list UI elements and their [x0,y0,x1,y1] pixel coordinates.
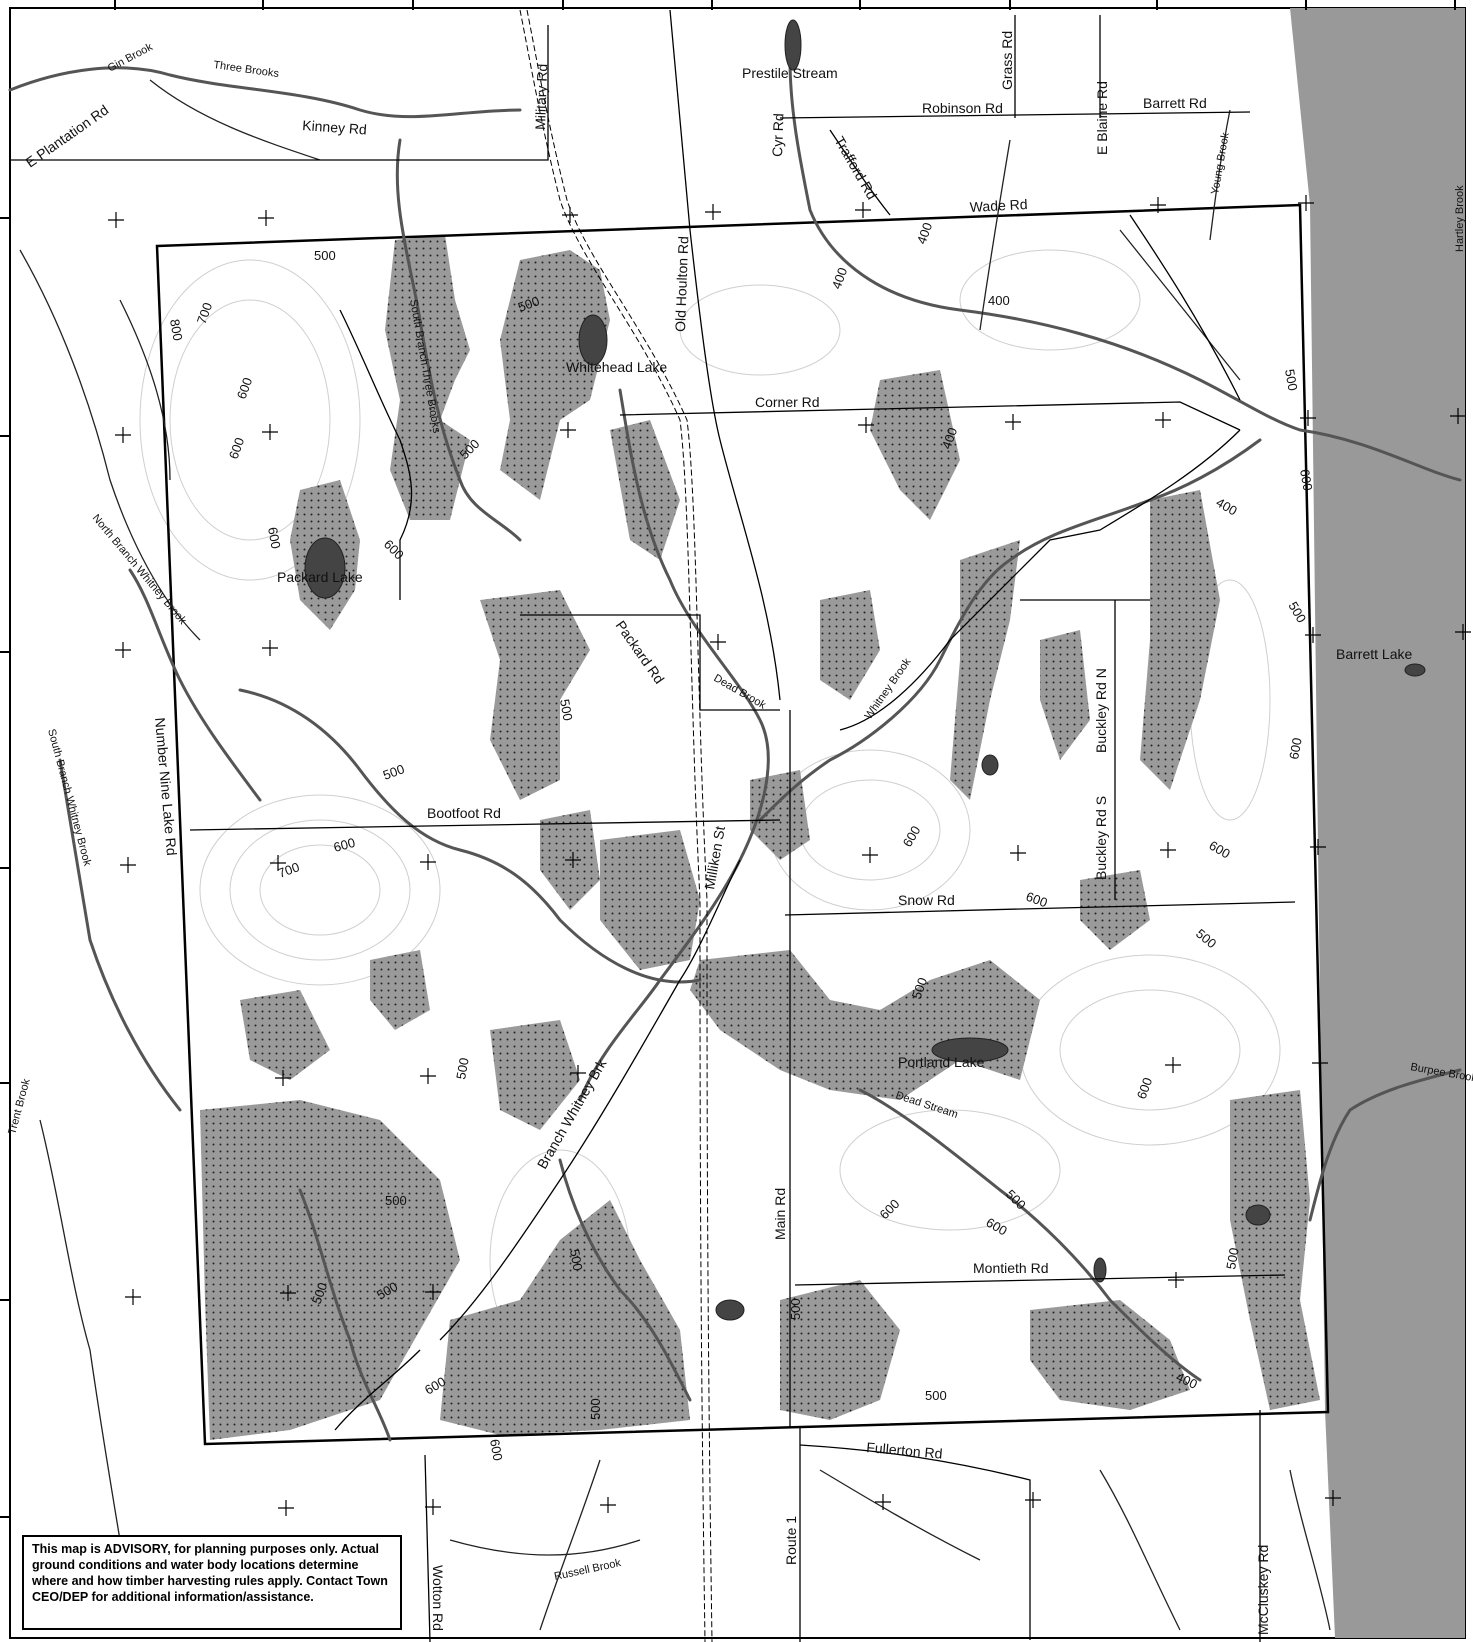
advisory-disclaimer-text: This map is ADVISORY, for planning purpo… [32,1542,388,1604]
lake-label-whitehead: Whitehead Lake [566,359,667,375]
svg-text:400: 400 [939,426,961,452]
road-label-kinney: Kinney Rd [302,117,368,137]
svg-text:500: 500 [381,761,407,783]
road-label-buckley-s: Buckley Rd S [1093,796,1109,880]
svg-text:500: 500 [788,1298,803,1320]
svg-text:400: 400 [829,266,851,292]
svg-text:500: 500 [588,1398,603,1420]
prestile-pond [784,19,802,71]
road-label-bootfoot: Bootfoot Rd [427,805,501,821]
road-label-main: Main Rd [772,1188,788,1240]
stream-label-hartley-brook: Hartley Brook [1454,185,1466,252]
road-label-snow: Snow Rd [898,892,955,908]
svg-text:600: 600 [234,376,256,402]
svg-text:600: 600 [1024,889,1050,911]
grid-crosses [108,195,1471,1516]
svg-text:600: 600 [265,526,284,550]
road-label-corner: Corner Rd [755,394,820,410]
road-label-wade: Wade Rd [969,196,1028,215]
road-label-buckley-n: Buckley Rd N [1093,668,1109,753]
road-label-military: Military Rd [532,63,550,130]
railroad [519,9,713,1642]
svg-text:800: 800 [167,318,186,342]
roads [10,9,1296,1642]
svg-text:500: 500 [925,1388,947,1403]
svg-text:400: 400 [914,221,936,247]
lake-label-barrett: Barrett Lake [1336,646,1412,662]
svg-text:600: 600 [1134,1076,1156,1102]
road-label-route-1: Route 1 [783,1516,799,1565]
stream-label-prestile: Prestile Stream [742,65,838,81]
road-label-grass: Grass Rd [999,31,1015,90]
svg-text:500: 500 [516,293,542,315]
road-label-fullerton: Fullerton Rd [866,1439,943,1462]
road-label-cyr: Cyr Rd [769,113,787,157]
road-label-wotton: Wotton Rd [430,1565,446,1631]
portland-lake [931,1037,1009,1063]
minor-streams [19,79,1331,1631]
road-label-mccluskey: McCluskey Rd [1255,1545,1271,1635]
svg-text:500: 500 [453,1057,472,1081]
road-label-old-houlton: Old Houlton Rd [672,236,691,332]
road-label-barrett: Barrett Rd [1143,95,1207,111]
study-area-boundary [155,203,1330,1446]
frame-ticks [0,0,1456,1518]
svg-text:500: 500 [567,1248,586,1272]
svg-text:600: 600 [1297,468,1316,492]
whitehead-lake [578,314,608,366]
svg-text:500: 500 [309,1281,331,1307]
water-bodies [304,19,1426,1321]
svg-text:600: 600 [332,835,357,855]
svg-text:600: 600 [226,436,248,462]
svg-text:500: 500 [557,698,576,722]
packard-lake [304,537,346,599]
svg-text:700: 700 [194,301,216,327]
lake-label-packard: Packard Lake [277,569,363,585]
svg-text:600: 600 [487,1438,506,1462]
road-label-robinson: Robinson Rd [922,100,1003,116]
advisory-disclaimer-box: This map is ADVISORY, for planning purpo… [22,1535,402,1630]
road-label-e-blaine: E Blaine Rd [1094,81,1110,155]
lake-label-portland: Portland Lake [898,1054,985,1070]
streams [8,58,1462,1442]
svg-text:600: 600 [1286,737,1305,761]
svg-text:500: 500 [1282,368,1301,392]
svg-text:500: 500 [385,1193,407,1208]
wetland-areas [200,235,1320,1440]
barrett-lake-water [1404,663,1426,677]
svg-text:500: 500 [314,248,336,263]
svg-text:400: 400 [988,293,1010,308]
svg-text:700: 700 [276,859,302,881]
outside-area [1290,8,1465,1638]
svg-text:500: 500 [1223,1247,1242,1271]
road-label-montieth: Montieth Rd [973,1260,1048,1276]
svg-text:500: 500 [909,976,931,1002]
